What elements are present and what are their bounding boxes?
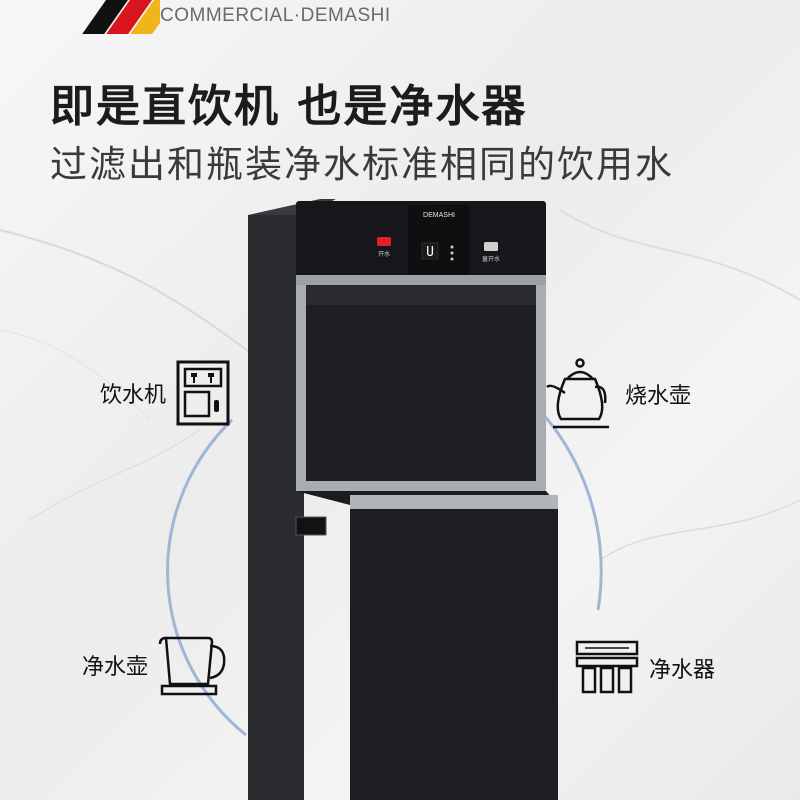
product-left-button: 开水 [378, 250, 390, 258]
feature-electric-kettle-label: 净水壶 [82, 655, 149, 680]
kettle-icon [546, 358, 609, 429]
feature-purifier: 净水器 [575, 640, 715, 696]
water-dispenser-product: DEMASHI U 开水 童开水 [248, 199, 558, 800]
electric-kettle-icon [158, 636, 226, 696]
water-purifier-icon [575, 640, 639, 694]
feature-kettle-label: 烧水壶 [625, 384, 692, 409]
brand-bar: COMMERCIAL·DEMASHI [0, 0, 800, 34]
feature-electric-kettle: 净水壶 [82, 632, 230, 698]
page-headline: 即是直饮机 也是净水器 [50, 81, 528, 132]
product-display: U [426, 245, 434, 260]
feature-kettle: 烧水壶 [545, 357, 691, 431]
water-dispenser-icon [176, 360, 230, 426]
product-logo: DEMASHI [423, 212, 455, 219]
page-subline: 过滤出和瓶装净水标准相同的饮用水 [50, 143, 674, 186]
feature-drinking-fountain-label: 饮水机 [100, 383, 167, 408]
product-right-button: 童开水 [482, 255, 500, 263]
feature-purifier-label: 净水器 [649, 658, 716, 683]
brand-tagline: COMMERCIAL·DEMASHI [160, 5, 391, 26]
feature-drinking-fountain: 饮水机 [100, 360, 230, 426]
